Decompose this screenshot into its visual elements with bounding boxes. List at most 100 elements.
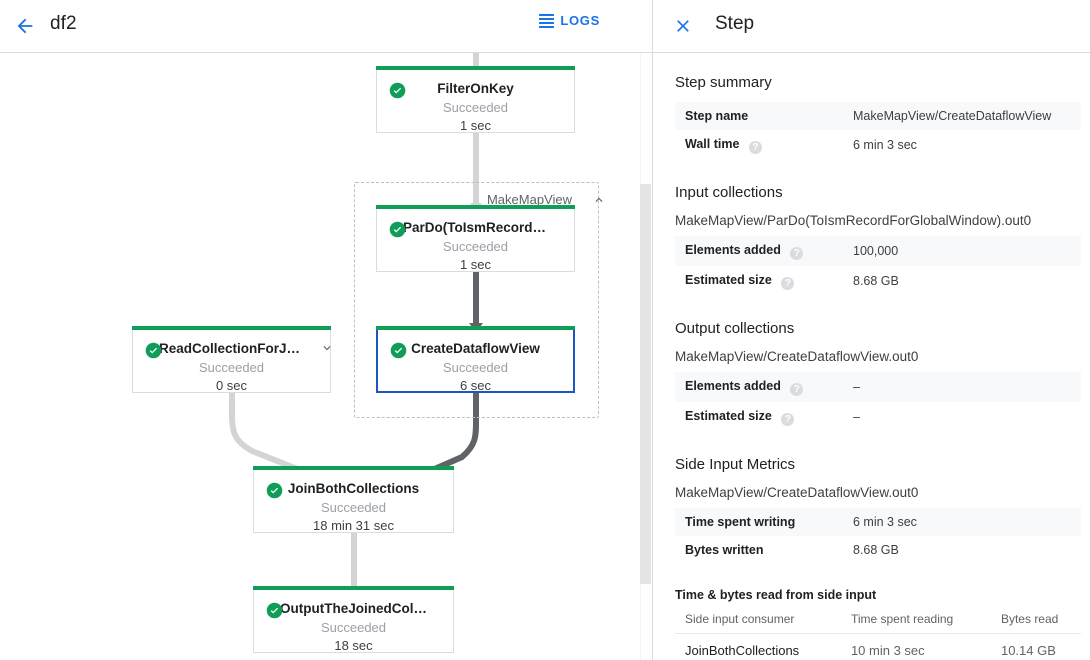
table-row: Time spent writing 6 min 3 sec (675, 508, 1081, 536)
cell-bytes-read: 10.14 GB (990, 633, 1081, 660)
section-heading-output-collections: Output collections (675, 320, 795, 337)
row-value: MakeMapView/CreateDataflowView (853, 109, 1052, 123)
row-value: 8.68 GB (853, 274, 899, 288)
node-title: ReadCollectionForJoin (159, 341, 307, 356)
step-summary-table: Step name MakeMapView/CreateDataflowView… (675, 102, 1081, 160)
node-duration: 0 sec (215, 378, 248, 393)
output-collections-table: Elements added ? – Estimated size ? – (675, 372, 1081, 432)
node-duration: 18 sec (334, 638, 373, 653)
help-icon[interactable]: ? (790, 247, 804, 260)
graph-node-filteronkey[interactable]: FilterOnKey Succeeded 1 sec (376, 66, 575, 133)
node-title: CreateDataflowView (411, 341, 540, 356)
check-circle-icon (145, 342, 162, 359)
help-icon[interactable]: ? (781, 277, 795, 290)
node-status: Succeeded (442, 239, 509, 254)
table-row: Step name MakeMapView/CreateDataflowView (675, 102, 1081, 130)
row-label: Estimated size (685, 409, 772, 423)
output-collection-name: MakeMapView/CreateDataflowView.out0 (675, 349, 919, 364)
page-title: df2 (50, 13, 77, 34)
side-input-consumers-table: Side input consumer Time spent reading B… (675, 606, 1081, 660)
node-duration: 18 min 31 sec (313, 518, 394, 533)
node-duration: 1 sec (459, 257, 492, 272)
row-value: 6 min 3 sec (853, 138, 917, 152)
section-heading-input-collections: Input collections (675, 184, 783, 201)
check-circle-icon (390, 342, 407, 359)
table-row: Elements added ? – (675, 372, 1081, 402)
node-duration: 6 sec (459, 378, 492, 393)
node-title: FilterOnKey (437, 81, 514, 96)
side-input-metrics-table: Time spent writing 6 min 3 sec Bytes wri… (675, 508, 1081, 564)
help-icon[interactable]: ? (781, 413, 795, 426)
table-row: Bytes written 8.68 GB (675, 536, 1081, 564)
arrow-left-icon[interactable] (10, 11, 40, 41)
check-circle-icon (266, 602, 283, 619)
step-details-pane: Step Step summary Step name MakeMapView/… (653, 0, 1090, 660)
graph-node-pardo[interactable]: ParDo(ToIsmRecordFor…) Succeeded 1 sec (376, 205, 575, 272)
node-title: OutputTheJoinedCollec… (280, 601, 446, 616)
composite-transform-label: MakeMapView (486, 192, 572, 207)
table-row: Elements added ? 100,000 (675, 236, 1081, 266)
job-graph-pane: df2 LOGS (0, 0, 652, 660)
row-label: Elements added (685, 379, 781, 393)
row-label: Elements added (685, 243, 781, 257)
node-status-bar (253, 466, 454, 470)
help-icon[interactable]: ? (790, 383, 804, 396)
row-label: Wall time (685, 137, 740, 151)
section-heading-step-summary: Step summary (675, 74, 772, 91)
graph-node-outputthejoinedcollection[interactable]: OutputTheJoinedCollec… Succeeded 18 sec (253, 586, 454, 653)
node-status-bar (376, 66, 575, 70)
row-label: Step name (685, 109, 749, 123)
row-label: Time spent writing (685, 515, 796, 529)
logs-button-label: LOGS (560, 13, 600, 28)
table-row: Wall time ? 6 min 3 sec (675, 130, 1081, 160)
section-heading-side-input-metrics: Side Input Metrics (675, 456, 796, 473)
node-status: Succeeded (320, 620, 387, 635)
graph-scrollbar-thumb[interactable] (640, 184, 651, 584)
row-value: 6 min 3 sec (853, 515, 917, 529)
input-collection-name: MakeMapView/ParDo(ToIsmRecordForGlobalWi… (675, 213, 1032, 228)
table-header-row: Side input consumer Time spent reading B… (675, 606, 1081, 634)
logs-button[interactable]: LOGS (539, 13, 600, 28)
job-header-bar: df2 LOGS (0, 0, 652, 53)
graph-node-readcollectionforjoin[interactable]: ReadCollectionForJoin Succeeded 0 sec (132, 326, 331, 393)
graph-node-joinbothcollections[interactable]: JoinBothCollections Succeeded 18 min 31 … (253, 466, 454, 533)
close-icon[interactable] (669, 12, 697, 40)
row-label: Bytes written (685, 543, 764, 557)
column-header-bytes-read: Bytes read (990, 606, 1081, 634)
column-header-time-spent-reading: Time spent reading (840, 606, 991, 634)
pane-divider (652, 0, 653, 660)
composite-transform-container[interactable]: MakeMapView (354, 182, 603, 418)
row-value: 8.68 GB (853, 543, 899, 557)
check-circle-icon (389, 82, 406, 99)
logs-hamburger-icon (539, 13, 555, 28)
node-title: JoinBothCollections (287, 481, 420, 496)
node-status: Succeeded (442, 360, 509, 375)
table-row[interactable]: JoinBothCollections 10 min 3 sec 10.14 G… (675, 633, 1081, 660)
graph-node-createdataflowview[interactable]: CreateDataflowView Succeeded 6 sec (376, 326, 575, 393)
node-status: Succeeded (442, 100, 509, 115)
step-details-body: Step summary Step name MakeMapView/Creat… (653, 53, 1090, 660)
table-row: Estimated size ? 8.68 GB (675, 266, 1081, 296)
cell-consumer: JoinBothCollections (675, 633, 841, 660)
node-status: Succeeded (198, 360, 265, 375)
node-status-bar (253, 586, 454, 590)
row-label: Estimated size (685, 273, 772, 287)
node-duration: 1 sec (459, 118, 492, 133)
row-value: 100,000 (853, 244, 899, 258)
row-value: – (853, 380, 860, 394)
node-title: ParDo(ToIsmRecordFor…) (403, 220, 573, 235)
cell-time-spent-reading: 10 min 3 sec (840, 633, 991, 660)
column-header-consumer: Side input consumer (675, 606, 841, 634)
node-status-bar (132, 326, 331, 330)
side-input-table-caption: Time & bytes read from side input (675, 588, 877, 602)
help-icon[interactable]: ? (748, 141, 762, 154)
node-status-bar (376, 326, 575, 330)
check-circle-icon (266, 482, 283, 499)
table-row: Estimated size ? – (675, 402, 1081, 432)
node-status-bar (376, 205, 575, 209)
job-graph-canvas[interactable]: MakeMapView FilterOnKey Succeeded (0, 53, 652, 660)
input-collections-table: Elements added ? 100,000 Estimated size … (675, 236, 1081, 296)
check-circle-icon (389, 221, 406, 238)
side-input-collection-name: MakeMapView/CreateDataflowView.out0 (675, 485, 919, 500)
